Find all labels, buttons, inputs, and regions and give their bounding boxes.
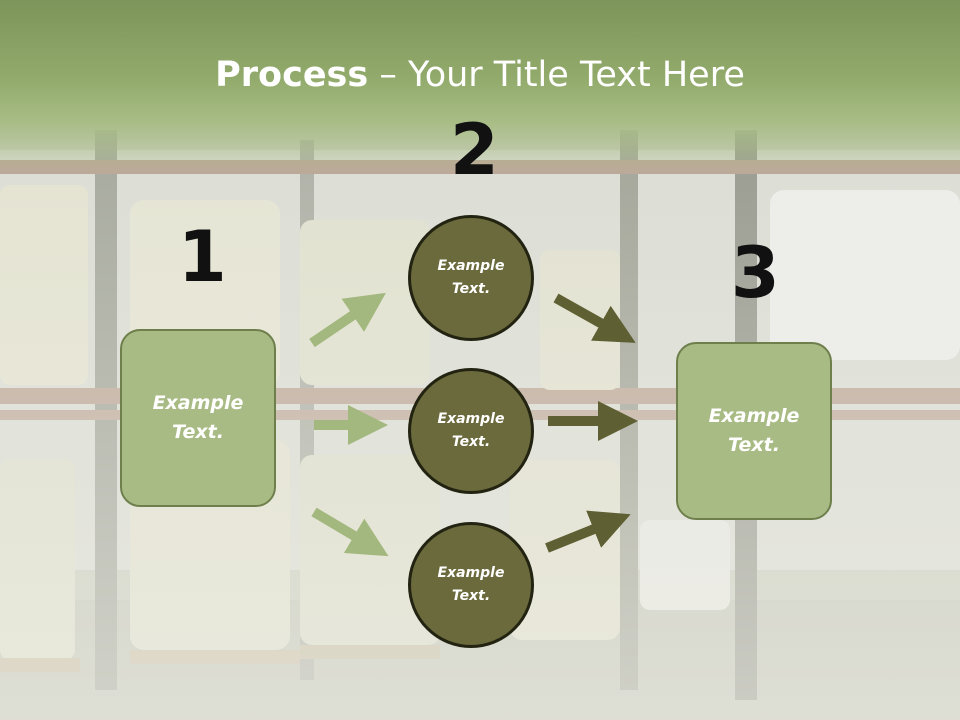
circle-middle-text: Example Text.	[437, 411, 505, 450]
title-rest: – Your Title Text Here	[368, 55, 745, 95]
step-2-circle-top[interactable]: Example Text.	[408, 215, 534, 341]
step-number-3: 3	[731, 232, 780, 314]
arrow-box1-to-circle-bottom	[311, 507, 389, 557]
slide-title[interactable]: Process – Your Title Text Here	[0, 50, 960, 100]
arrow-box1-to-circle-top	[309, 292, 386, 348]
circle-bottom-text: Example Text.	[437, 565, 505, 604]
title-bold: Process	[215, 55, 369, 95]
step-3-box[interactable]: Example Text.	[676, 342, 832, 520]
step-1-text: Example Text.	[152, 392, 244, 443]
title-band	[0, 0, 960, 175]
step-2-circle-bottom[interactable]: Example Text.	[408, 522, 534, 648]
arrow-circle-top-to-box3	[553, 293, 636, 343]
step-2-circle-middle[interactable]: Example Text.	[408, 368, 534, 494]
step-number-2: 2	[450, 109, 499, 191]
circle-top-text: Example Text.	[437, 258, 505, 297]
step-1-box[interactable]: Example Text.	[120, 329, 276, 507]
arrow-circle-bottom-to-box3	[545, 510, 631, 553]
step-number-1: 1	[178, 216, 227, 298]
step-3-text: Example Text.	[708, 405, 800, 456]
